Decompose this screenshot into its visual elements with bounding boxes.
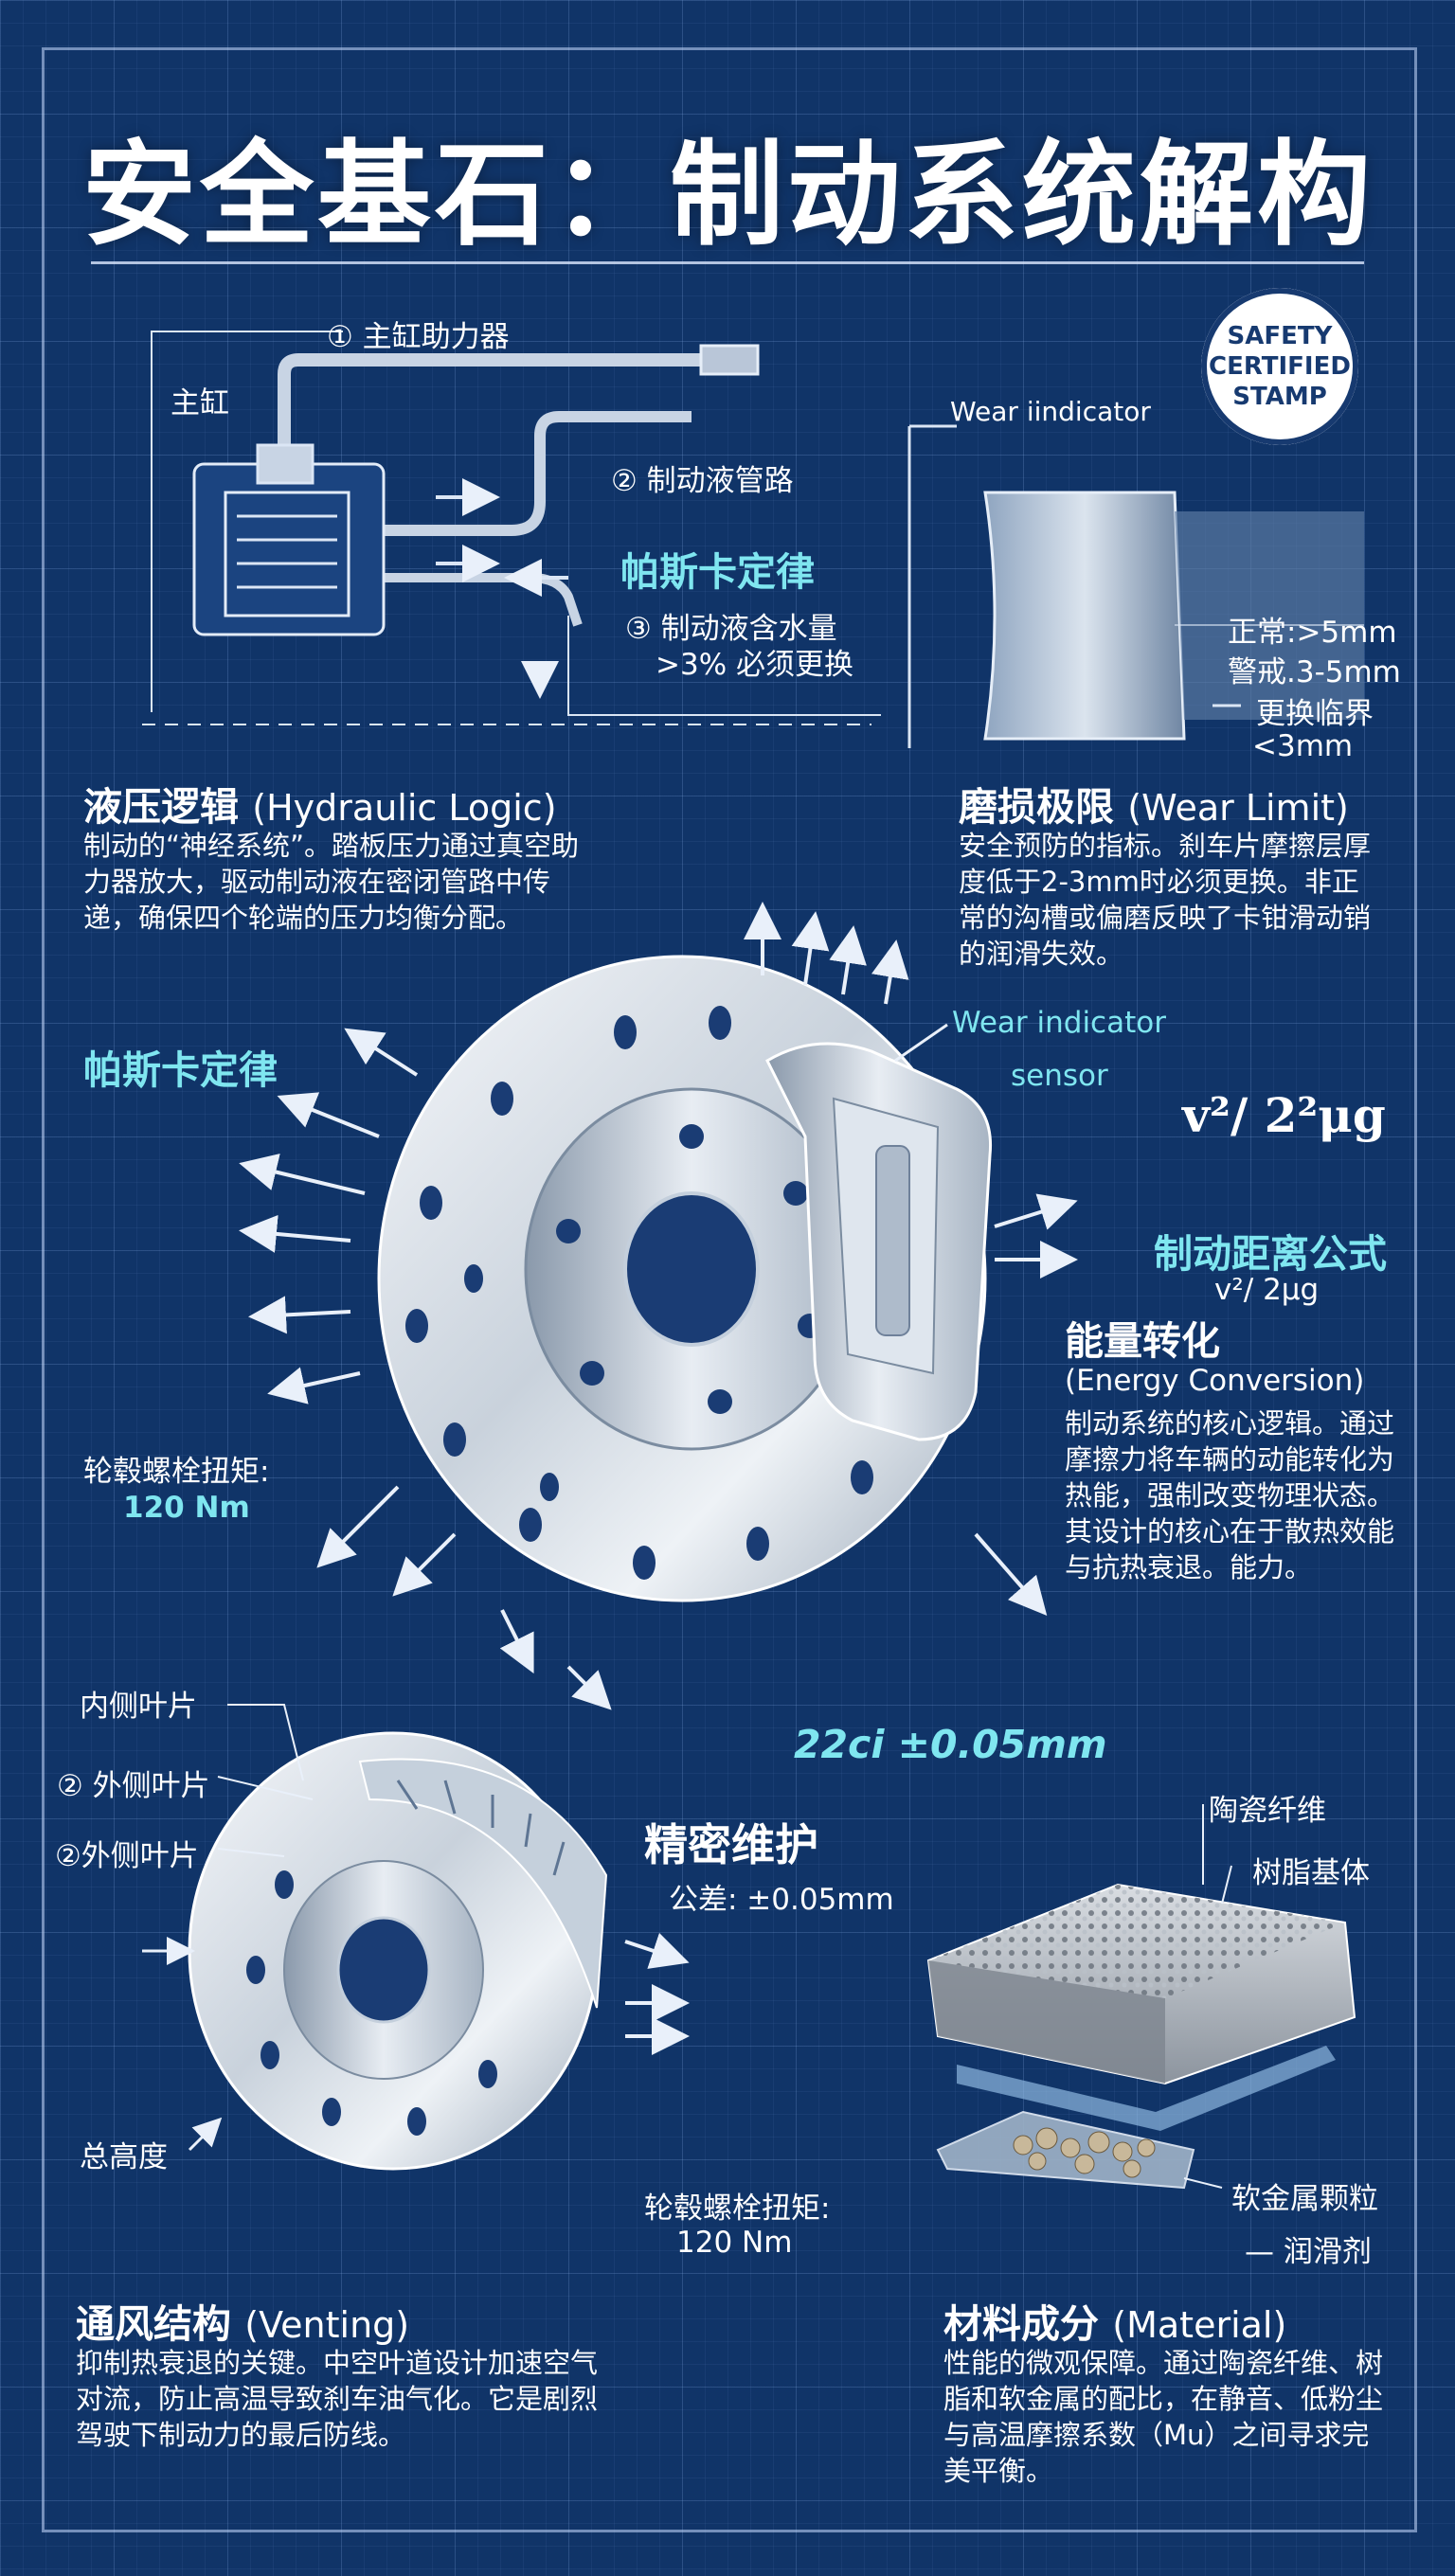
page-frame — [42, 47, 1417, 2532]
venting-title-cn: 通风结构 — [76, 2301, 231, 2347]
wear-pad-illustration — [907, 424, 1364, 748]
tolerance-glitch-label: 22ci ±0.05mm — [794, 1722, 1107, 1767]
venting-section-title: 通风结构 (Venting) — [76, 2292, 409, 2349]
wear-description: 安全预防的指标。刹车片摩擦层厚度低于2-3mm时必须更换。非正常的沟槽或偏磨反映… — [959, 830, 1372, 970]
wear-replace-threshold: <3mm — [1252, 729, 1354, 763]
hydraulic-title-cn: 液压逻辑 — [83, 784, 239, 830]
maintenance-torque-value: 120 Nm — [676, 2226, 793, 2260]
material-layers-illustration — [926, 1804, 1356, 2190]
material-title-en: (Material) — [1112, 2304, 1287, 2346]
hub-torque-value: 120 Nm — [123, 1491, 250, 1525]
fluid-replace-label: >3% 必须更换 — [656, 648, 854, 682]
braking-formula-small: v²/ 2μg — [1214, 1273, 1320, 1307]
hydraulic-section-title: 液压逻辑 (Hydraulic Logic) — [83, 775, 557, 832]
wear-section-title: 磨损极限 (Wear Limit) — [959, 775, 1349, 832]
safety-certified-stamp: SAFETY CERTIFIED STAMP — [1201, 288, 1358, 445]
maintenance-title: 精密维护 — [644, 1819, 818, 1870]
total-height-label: 总高度 — [80, 2140, 168, 2174]
inner-vane-label: 内侧叶片 — [80, 1690, 197, 1724]
wear-replace-label: 更换临界 — [1256, 697, 1374, 731]
resin-matrix-label: 树脂基体 — [1252, 1856, 1370, 1890]
hydraulic-description: 制动的“神经系统”。踏板压力通过真空助力器放大，驱动制动液在密闭管路中传递，确保… — [83, 830, 580, 934]
wear-title-cn: 磨损极限 — [959, 784, 1114, 830]
maintenance-tolerance: 公差: ±0.05mm — [669, 1883, 894, 1917]
brake-disc-assembly — [377, 955, 993, 1602]
stamp-line-3: STAMP — [1232, 383, 1327, 411]
outer-vane-label-2: ②外侧叶片 — [55, 1839, 199, 1873]
page-title: 安全基石：制动系统解构 — [82, 130, 1374, 261]
pascal-law-label-top: 帕斯卡定律 — [620, 549, 815, 595]
hub-torque-label: 轮毂螺栓扭矩: — [83, 1455, 270, 1489]
lubricant-label: — 润滑剂 — [1245, 2235, 1372, 2269]
booster-label: ① 主缸助力器 — [327, 320, 510, 354]
venting-description: 抑制热衰退的关键。中空叶道设计加速空气对流，防止高温导致刹车油气化。它是剧烈驾驶… — [76, 2347, 599, 2451]
material-description: 性能的微观保障。通过陶瓷纤维、树脂和软金属的配比，在静音、低粉尘与高温摩擦系数（… — [943, 2347, 1384, 2487]
material-title-cn: 材料成分 — [943, 2301, 1099, 2347]
fluid-water-label: ③ 制动液含水量 — [625, 612, 837, 646]
title-divider — [91, 261, 1364, 264]
energy-title-cn: 能量转化 — [1065, 1318, 1220, 1364]
wear-normal-label: 正常:>5mm — [1228, 616, 1397, 650]
master-cylinder-label: 主缸 — [171, 386, 229, 420]
brake-line-label: ② 制动液管路 — [611, 464, 794, 498]
material-section-title: 材料成分 (Material) — [943, 2292, 1286, 2349]
outer-vane-label: ② 外侧叶片 — [57, 1769, 210, 1803]
stamp-line-1: SAFETY — [1227, 322, 1333, 350]
hydraulic-schematic — [142, 331, 881, 725]
venting-title-en: (Venting) — [244, 2304, 410, 2346]
wear-indicator-label: Wear iindicator — [950, 396, 1151, 427]
wear-sensor-label-2: sensor — [1011, 1059, 1108, 1093]
soft-metal-label: 软金属颗粒 — [1231, 2182, 1378, 2216]
wear-warning-label: 警戒.3-5mm — [1228, 655, 1401, 689]
stamp-line-2: CERTIFIED — [1209, 352, 1351, 381]
ceramic-fiber-label: 陶瓷纤维 — [1209, 1794, 1326, 1828]
energy-title-en: (Energy Conversion) — [1065, 1364, 1365, 1398]
wear-sensor-label: Wear indicator — [952, 1006, 1166, 1040]
energy-description: 制动系统的核心逻辑。通过摩擦力将车辆的动能转化为热能，强制改变物理状态。其设计的… — [1065, 1407, 1395, 1583]
braking-formula-large: v²/ 2²μg — [1182, 1087, 1386, 1143]
wear-title-en: (Wear Limit) — [1127, 787, 1349, 829]
braking-distance-title: 制动距离公式 — [1154, 1231, 1387, 1277]
pascal-law-label: 帕斯卡定律 — [83, 1047, 278, 1093]
maintenance-torque-label: 轮毂螺栓扭矩: — [644, 2191, 831, 2226]
hydraulic-title-en: (Hydraulic Logic) — [252, 787, 557, 829]
vented-disc-illustration — [142, 1704, 690, 2171]
heat-flow-arrows — [239, 902, 1078, 1710]
